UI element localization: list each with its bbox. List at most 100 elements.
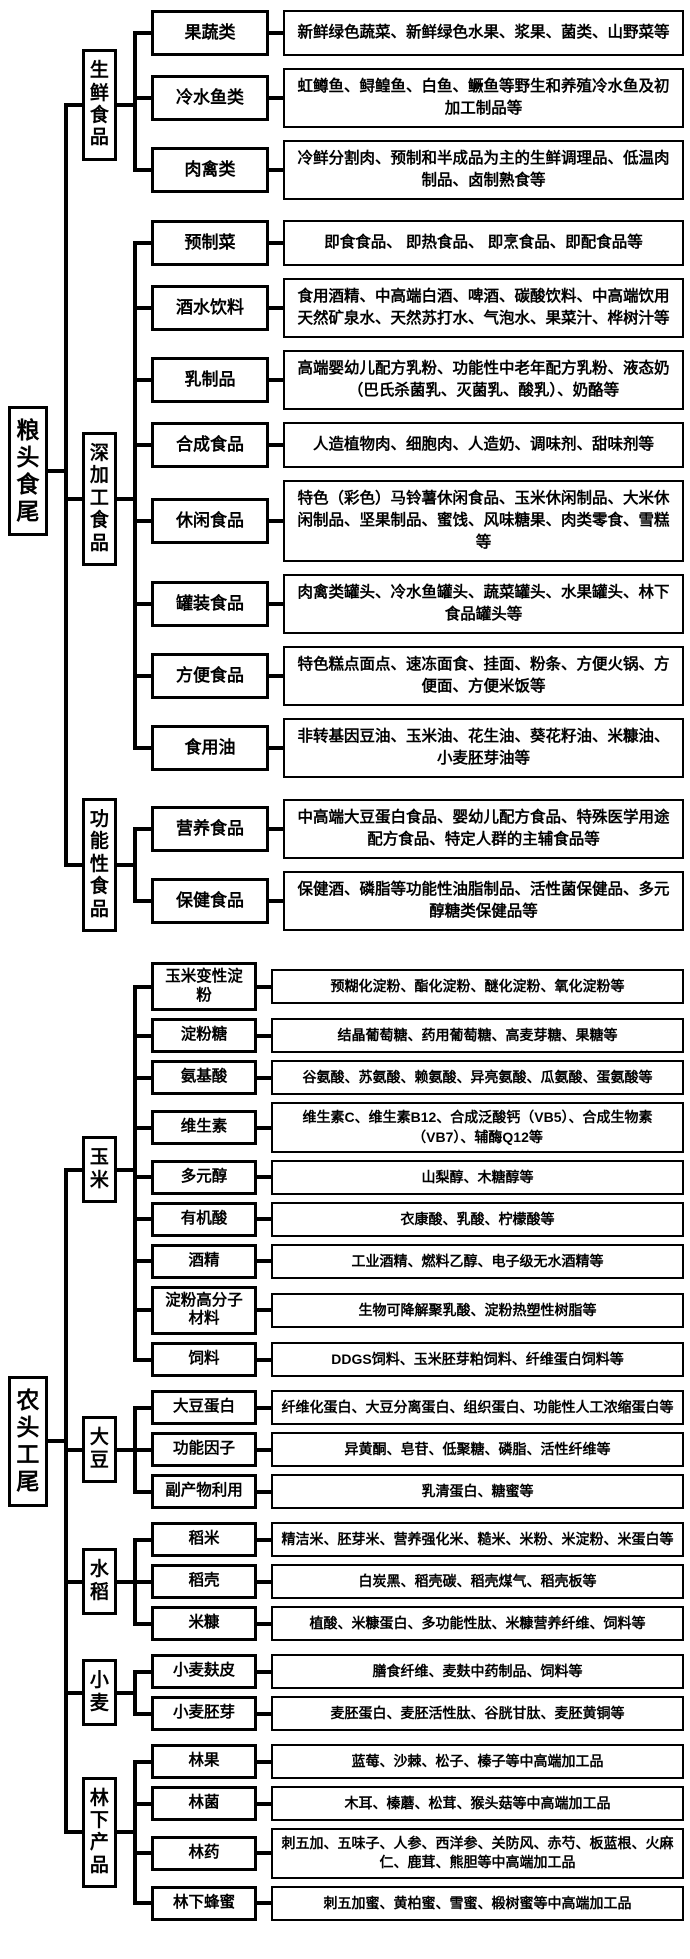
leaf-label: 食用油 — [184, 737, 236, 757]
detail-node: 中高端大豆蛋白食品、婴幼儿配方食品、特殊医学用途配方食品、特定人群的主辅食品等 — [283, 799, 684, 860]
detail-node: 纤维化蛋白、大豆分离蛋白、组织蛋白、功能性人工浓缩蛋白等 — [271, 1390, 684, 1426]
category-branch: 林下产品 林果 蓝莓、沙棘、松子、榛子等中高端加工品 林菌 木耳、榛蘑、松茸、猴… — [62, 1741, 684, 1924]
category-label: 功能性食品 — [89, 809, 109, 920]
root-node: 农头工尾 — [8, 1376, 48, 1507]
leaf-row: 肉禽类 冷鲜分割肉、预制和半成品为主的生鲜调理品、低温肉制品、卤制熟食等 — [132, 140, 684, 203]
leaf-node: 乳制品 — [151, 357, 270, 403]
detail-node: 乳清蛋白、糖蜜等 — [271, 1474, 684, 1510]
connector-line — [257, 1759, 272, 1764]
leaf-row: 小麦胚芽 麦胚蛋白、麦胚活性肽、谷胱甘肽、麦胚黄铜等 — [132, 1696, 684, 1735]
category-branch: 功能性食品 营养食品 中高端大豆蛋白食品、婴幼儿配方食品、特殊医学用途配方食品、… — [62, 796, 684, 936]
leaf-row: 预制菜 即食食品、 即热食品、 即烹食品、即配食品等 — [132, 217, 684, 266]
detail-node: 异黄酮、皂苷、低聚糖、磷脂、活性纤维等 — [271, 1432, 684, 1468]
connector-line — [257, 1447, 272, 1452]
leaf-column: 稻米 精洁米、胚芽米、营养强化米、糙米、米粉、米淀粉、米蛋白等 稻壳 白炭黑、稻… — [132, 1519, 684, 1645]
connector-line — [257, 1357, 272, 1362]
leaf-node: 氨基酸 — [151, 1060, 258, 1096]
category-node: 小麦 — [81, 1659, 118, 1726]
leaf-label: 小麦胚芽 — [173, 1704, 236, 1722]
detail-node: 食用酒精、中高端白酒、啤酒、碳酸饮料、中高端饮用天然矿泉水、天然苏打水、气泡水、… — [283, 278, 684, 338]
detail-node: 新鲜绿色蔬菜、新鲜绿色水果、浆果、菌类、山野菜等 — [283, 10, 684, 56]
leaf-label: 冷水鱼类 — [176, 87, 245, 107]
leaf-row: 酒水饮料 食用酒精、中高端白酒、啤酒、碳酸饮料、中高端饮用天然矿泉水、天然苏打水… — [133, 278, 684, 338]
connector-line — [257, 1669, 272, 1674]
detail-node: 刺五加、五味子、人参、西洋参、关防风、赤芍、板蓝根、火麻仁、鹿茸、熊胆等中高端加… — [271, 1828, 684, 1879]
leaf-node: 食用油 — [151, 725, 270, 771]
detail-text: DDGS饲料、玉米胚芽粕饲料、纤维蛋白饲料等 — [331, 1350, 624, 1367]
detail-node: 高端婴幼儿配方乳粉、功能性中老年配方乳粉、液态奶（巴氏杀菌乳、灭菌乳、酸乳）、奶… — [283, 350, 684, 410]
connector-line — [269, 31, 284, 35]
root-label: 农头工尾 — [16, 1387, 40, 1495]
category-node: 水稻 — [81, 1548, 118, 1615]
connector-line — [257, 1489, 272, 1494]
leaf-row: 休闲食品 特色（彩色）马铃薯休闲食品、玉米休闲制品、大米休闲制品、坚果制品、蜜饯… — [133, 480, 684, 562]
leaf-row: 稻壳 白炭黑、稻壳碳、稻壳煤气、稻壳板等 — [133, 1564, 684, 1600]
leaf-label: 罐装食品 — [176, 593, 245, 613]
detail-text: 特色（彩色）马铃薯休闲食品、玉米休闲制品、大米休闲制品、坚果制品、蜜饯、风味糖果… — [297, 490, 670, 551]
category-branch: 深加工食品 预制菜 即食食品、 即热食品、 即烹食品、即配食品等 酒水饮料 食用… — [63, 217, 684, 781]
connector-line — [257, 1901, 272, 1906]
leaf-row: 小麦麸皮 膳食纤维、麦麸中药制品、饲料等 — [132, 1651, 684, 1690]
leaf-column: 预制菜 即食食品、 即热食品、 即烹食品、即配食品等 酒水饮料 食用酒精、中高端… — [132, 217, 684, 781]
connector-line — [269, 602, 284, 606]
leaf-label: 淀粉糖 — [180, 1026, 228, 1044]
category-node: 生鲜食品 — [81, 49, 118, 161]
detail-text: 工业酒精、燃料乙醇、电子级无水酒精等 — [351, 1252, 604, 1269]
leaf-node: 淀粉糖 — [151, 1018, 258, 1054]
leaf-node: 小麦胚芽 — [151, 1696, 258, 1732]
detail-text: 精洁米、胚芽米、营养强化米、糙米、米粉、米淀粉、米蛋白等 — [281, 1530, 674, 1547]
leaf-row: 林下蜂蜜 刺五加蜜、黄柏蜜、雪蜜、椴树蜜等中高端加工品 — [132, 1885, 684, 1924]
leaf-row: 维生素 维生素C、维生素B12、合成泛酸钙（VB5）、合成生物素（VB7）、辅酶… — [133, 1102, 684, 1153]
leaf-node: 副产物利用 — [151, 1474, 258, 1510]
leaf-node: 罐装食品 — [151, 581, 270, 627]
leaf-node: 预制菜 — [151, 220, 270, 266]
category-node: 深加工食品 — [81, 431, 118, 567]
leaf-row: 有机酸 衣康酸、乳酸、柠檬酸等 — [133, 1201, 684, 1237]
detail-node: 肉禽类罐头、冷水鱼罐头、蔬菜罐头、水果罐头、林下食品罐头等 — [283, 574, 684, 634]
connector-line — [117, 1690, 134, 1695]
leaf-label: 稻壳 — [188, 1572, 220, 1590]
leaf-row: 林药 刺五加、五味子、人参、西洋参、关防风、赤芍、板蓝根、火麻仁、鹿茸、熊胆等中… — [133, 1828, 684, 1879]
detail-text: 蓝莓、沙棘、松子、榛子等中高端加工品 — [351, 1752, 604, 1769]
leaf-node: 有机酸 — [151, 1201, 258, 1237]
leaf-row: 功能因子 异黄酮、皂苷、低聚糖、磷脂、活性纤维等 — [133, 1432, 684, 1468]
detail-node: 特色糕点面点、速冻面食、挂面、粉条、方便火锅、方便面、方便米饭等 — [283, 646, 684, 706]
root-node: 粮头食尾 — [8, 405, 48, 537]
connector-line — [257, 1259, 272, 1264]
root-label: 粮头食尾 — [16, 416, 40, 525]
leaf-label: 小麦麸皮 — [173, 1662, 236, 1680]
category-label: 水稻 — [89, 1559, 109, 1603]
connector-line — [269, 168, 284, 172]
leaf-node: 酒精 — [151, 1243, 258, 1279]
leaf-column: 林果 蓝莓、沙棘、松子、榛子等中高端加工品 林菌 木耳、榛蘑、松茸、猴头菇等中高… — [132, 1741, 684, 1924]
category-node: 玉米 — [81, 1136, 118, 1203]
category-branch: 小麦 小麦麸皮 膳食纤维、麦麸中药制品、饲料等 小麦胚芽 麦胚蛋白、麦胚活性肽、… — [63, 1651, 684, 1735]
leaf-column: 大豆蛋白 纤维化蛋白、大豆分离蛋白、组织蛋白、功能性人工浓缩蛋白等 功能因子 异… — [132, 1387, 684, 1513]
detail-text: 中高端大豆蛋白食品、婴幼儿配方食品、特殊医学用途配方食品、特定人群的主辅食品等 — [297, 809, 670, 849]
leaf-row: 氨基酸 谷氨酸、苏氨酸、赖氨酸、异亮氨酸、瓜氨酸、蛋氨酸等 — [133, 1060, 684, 1096]
leaf-column: 玉米变性淀粉 预糊化淀粉、酯化淀粉、醚化淀粉、氧化淀粉等 淀粉糖 结晶葡萄糖、药… — [132, 959, 684, 1381]
detail-node: 人造植物肉、细胞肉、人造奶、调味剂、甜味剂等 — [283, 422, 684, 468]
leaf-node: 林菌 — [151, 1786, 258, 1822]
category-column: 玉米 玉米变性淀粉 预糊化淀粉、酯化淀粉、醚化淀粉、氧化淀粉等 淀粉糖 结晶葡萄… — [62, 959, 684, 1924]
leaf-row: 淀粉高分子材料 生物可降解聚乳酸、淀粉热塑性树脂等 — [133, 1285, 684, 1336]
connector-line — [117, 1167, 134, 1172]
connector-line — [117, 103, 134, 107]
connector-line — [269, 443, 284, 447]
leaf-column: 营养食品 中高端大豆蛋白食品、婴幼儿配方食品、特殊医学用途配方食品、特定人群的主… — [132, 796, 684, 935]
leaf-node: 保健食品 — [151, 878, 270, 925]
detail-text: 异黄酮、皂苷、低聚糖、磷脂、活性纤维等 — [344, 1440, 611, 1457]
category-label: 林下产品 — [89, 1787, 109, 1876]
detail-text: 麦胚蛋白、麦胚活性肽、谷胱甘肽、麦胚黄铜等 — [330, 1704, 625, 1721]
connector-line — [257, 1711, 272, 1716]
leaf-label: 肉禽类 — [184, 159, 236, 179]
connector-line — [257, 1851, 272, 1856]
detail-text: 维生素C、维生素B12、合成泛酸钙（VB5）、合成生物素（VB7）、辅酶Q12等 — [302, 1109, 653, 1145]
leaf-label: 饲料 — [188, 1350, 220, 1368]
detail-node: 膳食纤维、麦麸中药制品、饲料等 — [271, 1654, 684, 1690]
leaf-row: 多元醇 山梨醇、木糖醇等 — [133, 1159, 684, 1195]
leaf-label: 多元醇 — [180, 1168, 228, 1186]
connector-line — [257, 984, 272, 989]
connector-line — [257, 1405, 272, 1410]
category-label: 小麦 — [89, 1670, 109, 1714]
